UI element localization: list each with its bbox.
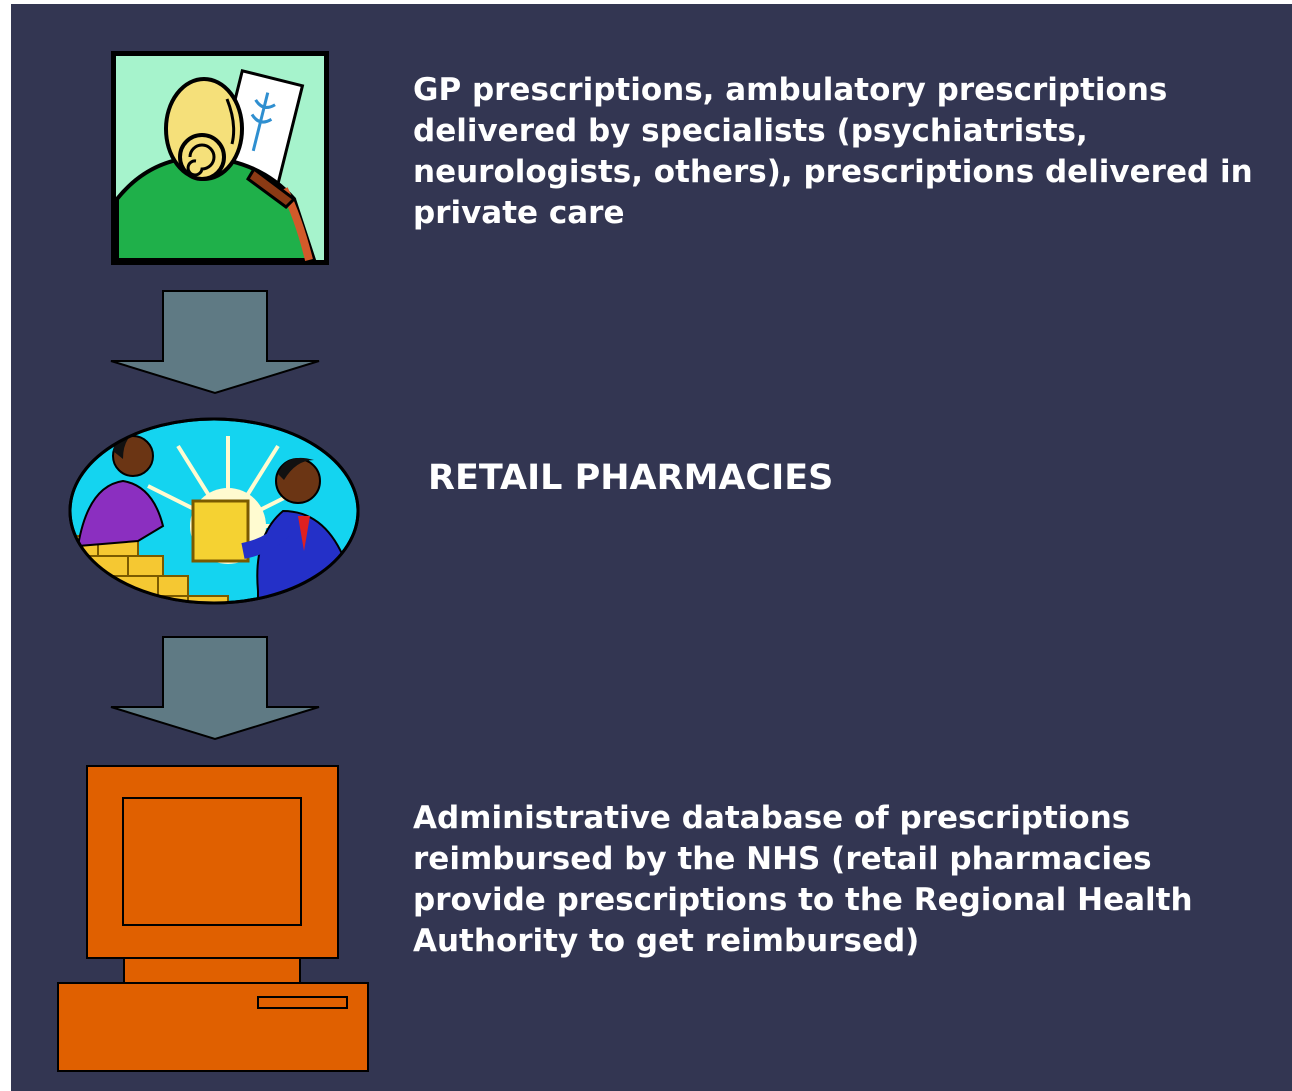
diagram-canvas: GP prescriptions, ambulatory prescriptio… — [11, 4, 1292, 1091]
down-arrow-1 — [108, 289, 322, 395]
doctor-writing-prescription-icon — [109, 49, 331, 267]
step-3-description: Administrative database of prescriptions… — [413, 800, 1193, 959]
pharmacy-exchange-icon — [68, 416, 360, 606]
step-1-description: GP prescriptions, ambulatory prescriptio… — [413, 72, 1253, 231]
down-arrow-2 — [108, 635, 322, 741]
computer-icon — [56, 764, 372, 1076]
step-2-label: RETAIL PHARMACIES — [428, 458, 834, 498]
